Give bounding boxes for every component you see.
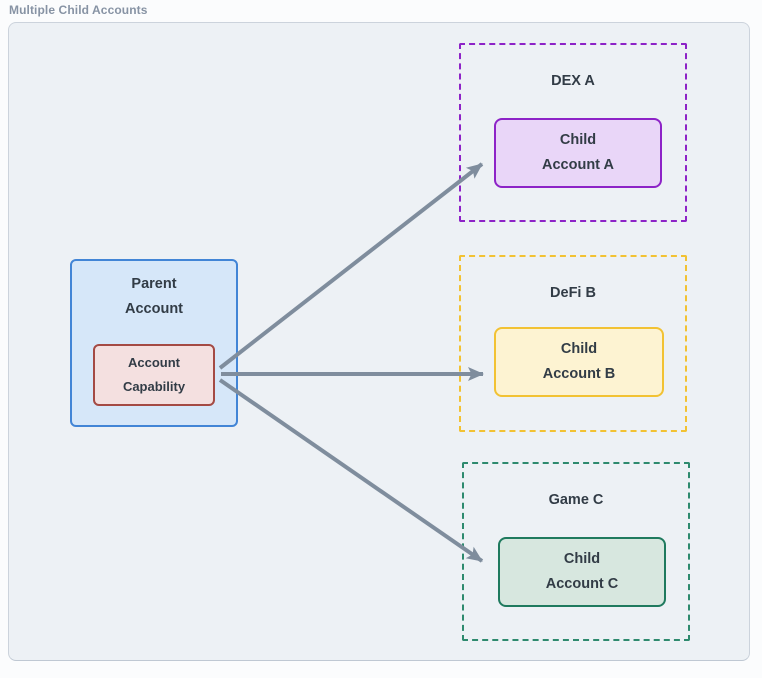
env-game-c-label: Game C bbox=[548, 492, 604, 508]
diagram-title: Multiple Child Accounts bbox=[9, 3, 148, 17]
child-account-b-label: Child Account B bbox=[542, 341, 616, 382]
env-defi-b: DeFi B Child Account B bbox=[459, 255, 687, 432]
env-dex-a: DEX A Child Account A bbox=[459, 43, 687, 222]
child-account-b-node: Child Account B bbox=[494, 327, 664, 397]
env-game-c: Game C Child Account C bbox=[462, 462, 690, 641]
child-account-c-node: Child Account C bbox=[498, 537, 666, 607]
parent-account-node: Parent Account Account Capability bbox=[70, 259, 238, 427]
env-defi-b-label: DeFi B bbox=[550, 285, 596, 301]
child-account-c-label: Child Account C bbox=[545, 551, 619, 592]
env-dex-a-label: DEX A bbox=[551, 73, 595, 89]
account-capability-label: Account Capability bbox=[122, 355, 186, 394]
child-account-a-label: Child Account A bbox=[542, 132, 614, 173]
parent-account-label: Parent Account bbox=[125, 276, 183, 317]
child-account-a-node: Child Account A bbox=[494, 118, 662, 188]
account-capability-node: Account Capability bbox=[93, 344, 215, 406]
